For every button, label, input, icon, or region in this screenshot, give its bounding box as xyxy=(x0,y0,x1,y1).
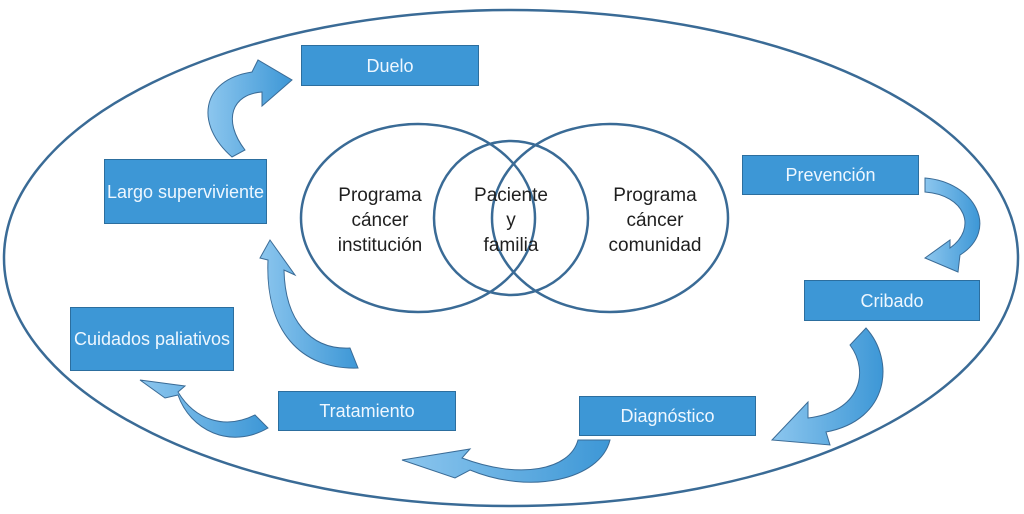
venn-right-line3: comunidad xyxy=(608,235,702,256)
stage-tratamiento: Tratamiento xyxy=(278,391,456,431)
venn-left-line2: cáncer xyxy=(351,210,409,231)
arrow-largo-to-duelo xyxy=(207,59,293,158)
venn-right-line1: Programa xyxy=(613,185,697,206)
venn-right-line2: cáncer xyxy=(626,210,684,231)
venn-left-line3: institución xyxy=(337,235,423,256)
stage-cuidados-paliativos-label: Cuidados paliativos xyxy=(73,329,231,349)
venn-center-line3: familia xyxy=(483,235,539,256)
venn-center-text: Paciente y familia xyxy=(452,183,570,258)
stage-diagnostico-label: Diagnóstico xyxy=(620,406,715,426)
stage-diagnostico: Diagnóstico xyxy=(579,396,756,436)
stage-prevencion: Prevención xyxy=(742,155,919,195)
stage-largo-superviviente: Largo superviviente xyxy=(104,159,267,224)
stage-duelo-label: Duelo xyxy=(366,55,414,76)
stage-tratamiento-label: Tratamiento xyxy=(319,401,415,421)
arrow-tratamiento-to-largo xyxy=(259,239,359,369)
venn-right-ellipse xyxy=(490,122,730,314)
venn-left-ellipse xyxy=(299,122,537,314)
arrow-tratamiento-to-cuidados xyxy=(139,379,269,438)
stage-duelo: Duelo xyxy=(301,45,479,86)
venn-center-circle xyxy=(432,139,590,297)
stage-cribado-label: Cribado xyxy=(860,290,924,311)
stage-prevencion-label: Prevención xyxy=(785,165,876,185)
venn-center-line1: Paciente xyxy=(474,185,548,206)
outer-ellipse xyxy=(2,8,1020,508)
arrow-prevencion-to-cribado xyxy=(923,177,981,273)
stage-cribado: Cribado xyxy=(804,280,980,321)
venn-left-line1: Programa xyxy=(338,185,422,206)
stage-cuidados-paliativos: Cuidados paliativos xyxy=(70,307,234,371)
venn-left-text: Programa cáncer institución xyxy=(318,183,442,258)
venn-center-line2: y xyxy=(506,210,516,231)
venn-right-text: Programa cáncer comunidad xyxy=(590,183,720,258)
stage-largo-superviviente-label: Largo superviviente xyxy=(106,181,265,202)
arrow-diagnostico-to-tratamiento xyxy=(401,439,611,483)
arrow-cribado-to-diagnostico xyxy=(770,327,884,446)
